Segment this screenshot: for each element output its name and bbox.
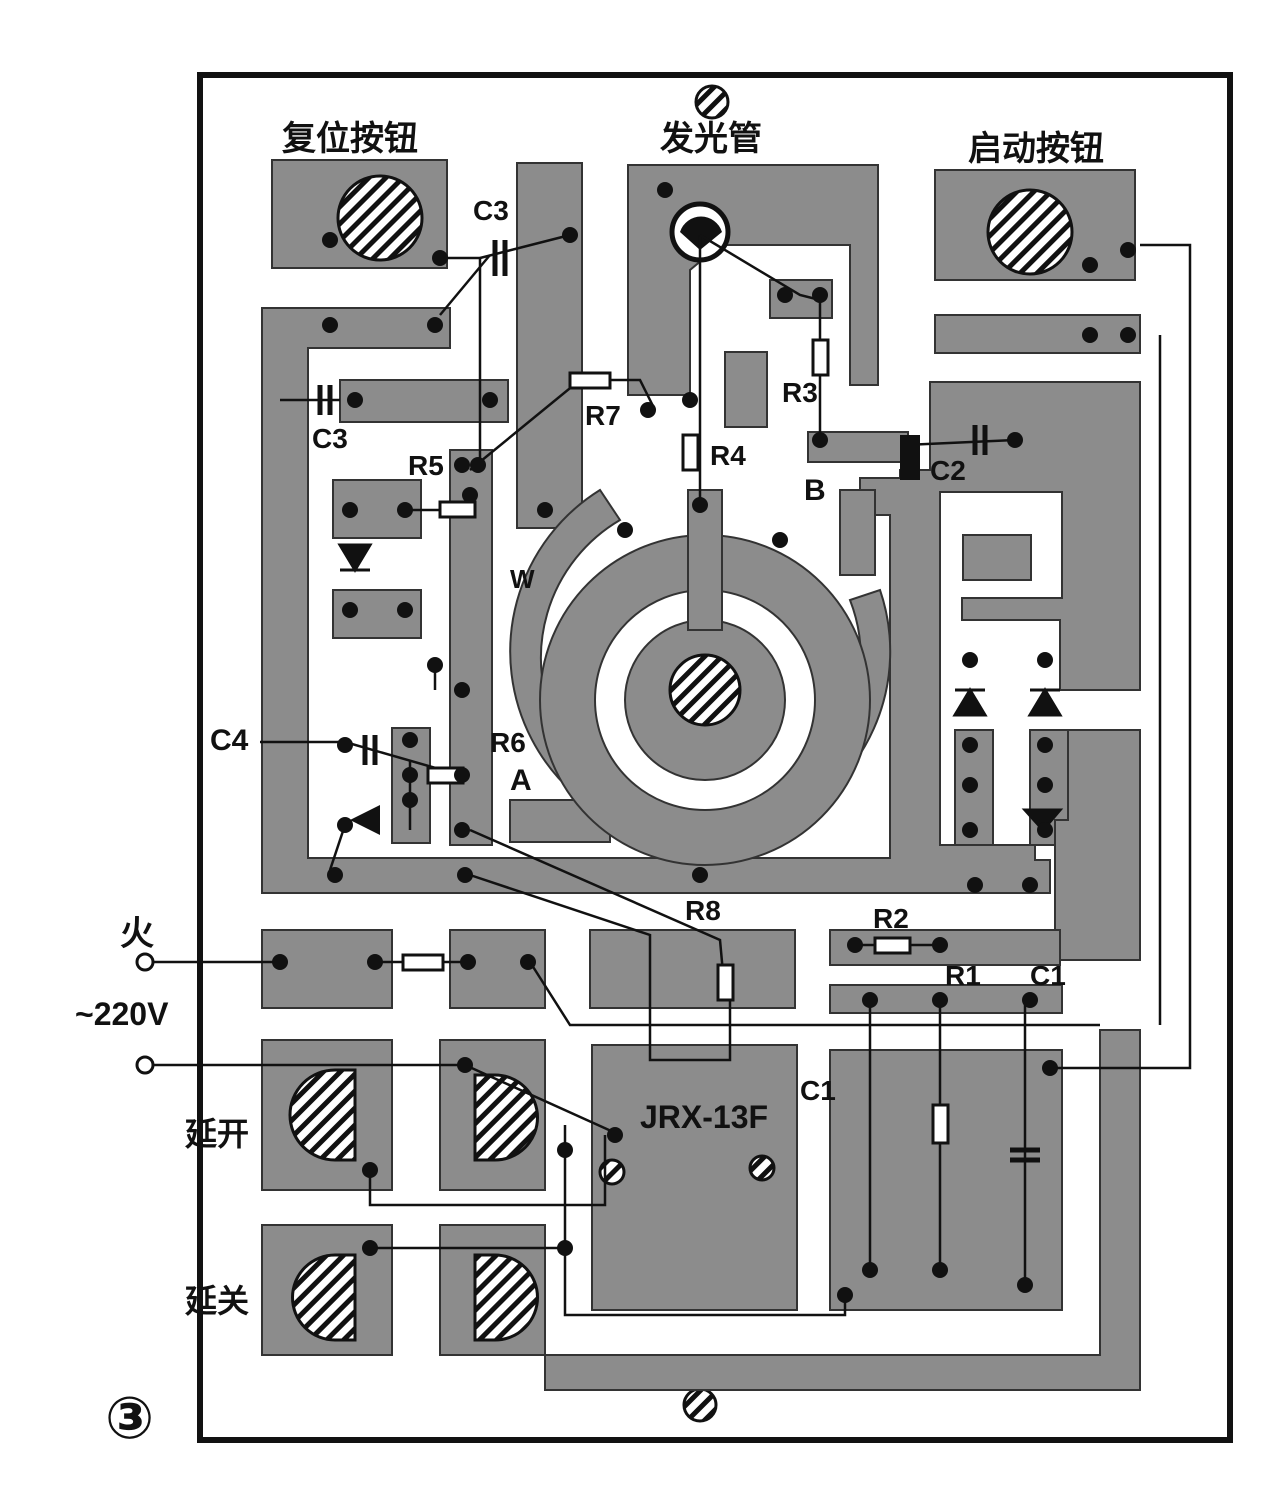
column-pad-left	[516, 162, 583, 529]
right-vertical-track	[1054, 729, 1141, 961]
diode-right-1	[952, 687, 988, 717]
light-tube-label: 发光管	[660, 119, 762, 159]
resistor-r1	[931, 1103, 950, 1145]
rotary-switch-w	[509, 488, 892, 866]
wiring	[145, 233, 1192, 1317]
c1-right-label: C1	[1030, 960, 1066, 991]
resistor-r7	[568, 371, 612, 390]
resistor-r2	[873, 936, 912, 955]
diode-left	[337, 543, 373, 573]
delay-off-cam-icon-1	[291, 1253, 357, 1342]
c4-label: C4	[210, 724, 249, 757]
c1-relay-label: C1	[800, 1075, 836, 1106]
center-small-pad	[724, 351, 768, 428]
c3-left-label: C3	[312, 423, 348, 454]
start-button-label: 启动按钮	[968, 129, 1104, 169]
delay-on-cam-icon-2	[473, 1073, 539, 1162]
r1-label: R1	[945, 960, 981, 991]
live-terminal	[135, 952, 155, 972]
r8-pad	[589, 929, 796, 1009]
delay-on-cam-icon-1	[288, 1068, 357, 1162]
ac-voltage-label: ~220V	[75, 996, 169, 1032]
r7-label: R7	[585, 400, 621, 431]
start-button-icon	[986, 188, 1074, 276]
mounting-hole-bottom	[682, 1387, 718, 1423]
reset-button-label: 复位按钮	[282, 119, 418, 159]
capacitor-c3-top	[492, 240, 508, 276]
r2-label: R2	[873, 903, 909, 934]
delay-off-cam-icon-2	[473, 1253, 539, 1342]
w-label: W	[510, 564, 535, 594]
c3-top-label: C3	[473, 195, 509, 226]
figure-number-label: ③	[105, 1384, 154, 1452]
solder-points	[272, 182, 1136, 1303]
neutral-terminal	[135, 1055, 155, 1075]
r3-label: R3	[782, 377, 818, 408]
right-square-pad	[962, 534, 1032, 581]
delay-off-label: 延关	[184, 1282, 249, 1320]
diode-right-3	[1021, 808, 1064, 833]
delay-on-label: 延开	[184, 1115, 249, 1153]
c2-label: C2	[930, 455, 966, 486]
relay-pin-icon-1	[598, 1158, 626, 1186]
bottom-frame-track	[544, 1029, 1141, 1391]
resistor-r3	[811, 338, 830, 377]
reset-button-icon	[336, 174, 424, 262]
rotary-knob-icon	[668, 653, 742, 727]
fuse	[401, 953, 445, 972]
a-label: A	[510, 764, 532, 797]
ground-frame-track	[261, 307, 1141, 894]
live-label: 火	[120, 914, 154, 954]
resistor-r5	[438, 500, 477, 519]
diode-c4	[350, 805, 380, 835]
capacitor-c2	[972, 425, 988, 455]
capacitor-c1	[1010, 1147, 1040, 1163]
r5-label: R5	[408, 450, 444, 481]
r4-label: R4	[710, 440, 746, 471]
r6-label: R6	[490, 727, 526, 758]
mounting-hole-top	[694, 84, 730, 120]
live-input-pad	[261, 929, 393, 1009]
resistor-r8	[716, 963, 735, 1002]
capacitor-c3-left	[317, 385, 333, 415]
b-pad	[807, 431, 909, 463]
relay-label: JRX-13F	[640, 1099, 768, 1135]
r8-label: R8	[685, 895, 721, 926]
capacitor-c4	[362, 735, 378, 765]
diode-right-2	[1027, 687, 1063, 717]
relay-pin-icon-2	[748, 1154, 776, 1182]
resistor-r4	[681, 433, 700, 472]
c2-body	[900, 435, 920, 480]
b-side-pad	[839, 489, 876, 576]
b-label: B	[804, 474, 826, 507]
start-bar-pad	[934, 314, 1141, 354]
components	[317, 240, 1064, 1163]
